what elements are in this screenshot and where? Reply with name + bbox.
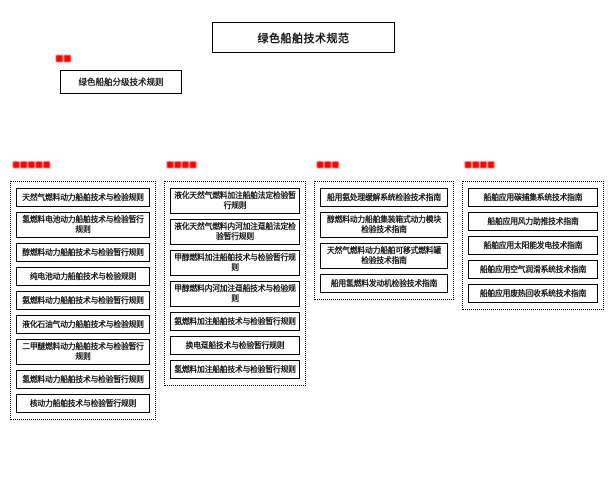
column-2-container: 液化天然气燃料加注船舶法定检验暂行规则 液化天然气燃料内河加注趸船法定检验暂行规… xyxy=(164,181,306,386)
item-label: 天然气燃料动力船舶可移式燃料罐检验技术指南 xyxy=(327,246,441,265)
item-label: 船用氢燃料发动机检验技术指南 xyxy=(330,278,438,288)
item-label: 氨燃料动力船舶技术与检验暂行规则 xyxy=(22,295,144,305)
list-item: 船舶应用风力助推技术指南 xyxy=(468,212,598,231)
column-3-header: ■■■ xyxy=(316,160,339,170)
item-label: 船舶应用太阳能发电技术指南 xyxy=(483,240,583,250)
list-item: 船舶应用碳捕集系统技术指南 xyxy=(468,188,598,207)
column-2-header: ■■■■ xyxy=(166,160,197,170)
root-title-box: 绿色船舶技术规范 xyxy=(212,22,395,53)
item-label: 换电趸船技术与检验暂行规则 xyxy=(185,340,285,350)
list-item: 天然气燃料动力船舶技术与检验规则 xyxy=(16,188,150,207)
list-item: 醇燃料动力船舶集装箱式动力模块检验技术指南 xyxy=(320,212,448,238)
item-label: 甲醇燃料加注船舶技术与检验暂行规则 xyxy=(174,253,296,272)
list-item: 船舶应用太阳能发电技术指南 xyxy=(468,236,598,255)
column-4-header: ■■■■ xyxy=(464,160,495,170)
item-label: 氢燃料电池动力船舶技术与检验暂行规则 xyxy=(22,215,144,234)
column-1-container: 天然气燃料动力船舶技术与检验规则 氢燃料电池动力船舶技术与检验暂行规则 醇燃料动… xyxy=(10,181,156,420)
column-3-container: 船用氨处理缓解系统检验技术指南 醇燃料动力船舶集装箱式动力模块检验技术指南 天然… xyxy=(314,181,454,300)
item-label: 甲醇燃料内河加注趸船技术与检验规则 xyxy=(174,284,296,303)
item-label: 船舶应用废热回收系统技术指南 xyxy=(479,288,587,298)
list-item: 液化天然气燃料加注船舶法定检验暂行规则 xyxy=(170,188,300,214)
list-item: 核动力船舶技术与检验暂行规则 xyxy=(16,394,150,413)
list-item: 氨燃料加注船舶技术与检验暂行规则 xyxy=(170,312,300,331)
list-item: 液化天然气燃料内河加注趸船法定检验暂行规则 xyxy=(170,219,300,245)
item-label: 船舶应用空气润滑系统技术指南 xyxy=(479,264,587,274)
list-item: 氨燃料动力船舶技术与检验暂行规则 xyxy=(16,291,150,310)
item-label: 液化天然气燃料内河加注趸船法定检验暂行规则 xyxy=(174,222,296,241)
list-item: 二甲醚燃料动力船舶技术与检验暂行规则 xyxy=(16,339,150,365)
list-item: 甲醇燃料加注船舶技术与检验暂行规则 xyxy=(170,250,300,276)
item-label: 船舶应用风力助推技术指南 xyxy=(487,216,579,226)
level2-label: 绿色船舶分级技术规则 xyxy=(78,78,164,88)
item-label: 船舶应用碳捕集系统技术指南 xyxy=(483,192,583,202)
list-item: 氢燃料动力船舶技术与检验暂行规则 xyxy=(16,370,150,389)
list-item: 船舶应用空气润滑系统技术指南 xyxy=(468,260,598,279)
item-label: 液化天然气燃料加注船舶法定检验暂行规则 xyxy=(174,191,296,210)
item-label: 氢燃料动力船舶技术与检验暂行规则 xyxy=(22,374,144,384)
column-4-container: 船舶应用碳捕集系统技术指南 船舶应用风力助推技术指南 船舶应用太阳能发电技术指南… xyxy=(462,181,604,310)
list-item: 换电趸船技术与检验暂行规则 xyxy=(170,336,300,355)
level2-red-annotation: ■■ xyxy=(55,54,72,64)
list-item: 液化石油气动力船舶技术与检验规则 xyxy=(16,315,150,334)
list-item: 船用氨处理缓解系统检验技术指南 xyxy=(320,188,448,207)
item-label: 氨燃料加注船舶技术与检验暂行规则 xyxy=(174,316,296,326)
list-item: 氢燃料加注船舶技术与检验暂行规则 xyxy=(170,360,300,379)
column-1-header: ■■■■■ xyxy=(12,160,51,170)
item-label: 氢燃料加注船舶技术与检验暂行规则 xyxy=(174,364,296,374)
item-label: 纯电池动力船舶技术与检验规则 xyxy=(29,271,137,281)
list-item: 船用氢燃料发动机检验技术指南 xyxy=(320,274,448,293)
list-item: 醇燃料动力船舶技术与检验暂行规则 xyxy=(16,243,150,262)
item-label: 醇燃料动力船舶技术与检验暂行规则 xyxy=(22,247,144,257)
item-label: 核动力船舶技术与检验暂行规则 xyxy=(29,398,137,408)
item-label: 醇燃料动力船舶集装箱式动力模块检验技术指南 xyxy=(327,215,441,234)
item-label: 液化石油气动力船舶技术与检验规则 xyxy=(22,319,144,329)
list-item: 天然气燃料动力船舶可移式燃料罐检验技术指南 xyxy=(320,243,448,269)
list-item: 船舶应用废热回收系统技术指南 xyxy=(468,284,598,303)
list-item: 甲醇燃料内河加注趸船技术与检验规则 xyxy=(170,281,300,307)
item-label: 船用氨处理缓解系统检验技术指南 xyxy=(327,192,441,202)
list-item: 纯电池动力船舶技术与检验规则 xyxy=(16,267,150,286)
level2-box: 绿色船舶分级技术规则 xyxy=(60,70,182,94)
page-title: 绿色船舶技术规范 xyxy=(257,31,350,45)
list-item: 氢燃料电池动力船舶技术与检验暂行规则 xyxy=(16,212,150,238)
item-label: 天然气燃料动力船舶技术与检验规则 xyxy=(22,192,144,202)
item-label: 二甲醚燃料动力船舶技术与检验暂行规则 xyxy=(22,342,144,361)
